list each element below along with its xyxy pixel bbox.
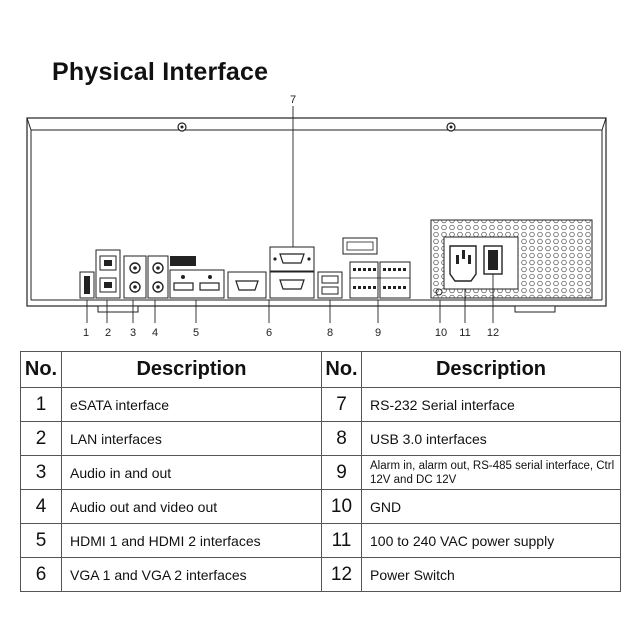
table-row: 5 HDMI 1 and HDMI 2 interfaces 11 100 to… xyxy=(20,523,621,558)
row-left-no: 6 xyxy=(20,557,62,592)
callout-leader-lines xyxy=(86,106,494,323)
row-right-desc: Power Switch xyxy=(361,557,621,592)
callout-12: 12 xyxy=(487,327,499,339)
usb-ports xyxy=(317,271,343,299)
row-left-desc: HDMI 1 and HDMI 2 interfaces xyxy=(61,523,322,558)
row-right-desc: 100 to 240 VAC power supply xyxy=(361,523,621,558)
callout-6: 6 xyxy=(266,327,272,339)
interface-description-table: No. Description No. Description 1 eSATA … xyxy=(20,351,621,592)
rear-panel-diagram: 7 1 2 3 4 5 6 8 9 10 11 12 xyxy=(26,94,607,339)
row-right-no: 8 xyxy=(321,421,362,456)
hdmi-ports xyxy=(169,256,225,299)
table-row: 6 VGA 1 and VGA 2 interfaces 12 Power Sw… xyxy=(20,557,621,592)
row-left-desc: Audio in and out xyxy=(61,455,322,490)
lan-ports xyxy=(95,249,121,299)
row-left-no: 4 xyxy=(20,489,62,524)
row-right-no: 12 xyxy=(321,557,362,592)
header-description-right: Description xyxy=(361,351,621,388)
header-description-left: Description xyxy=(61,351,322,388)
callout-9: 9 xyxy=(375,327,381,339)
callout-2: 2 xyxy=(105,327,111,339)
row-right-desc: USB 3.0 interfaces xyxy=(361,421,621,456)
callout-1: 1 xyxy=(83,327,89,339)
callout-10: 10 xyxy=(435,327,447,339)
rs232-port xyxy=(269,246,315,272)
callout-3: 3 xyxy=(130,327,136,339)
row-left-desc: LAN interfaces xyxy=(61,421,322,456)
row-right-no: 10 xyxy=(321,489,362,524)
alarm-terminal-blocks xyxy=(342,237,411,299)
callout-11: 11 xyxy=(459,327,470,339)
row-left-no: 5 xyxy=(20,523,62,558)
audio-ports xyxy=(123,255,147,299)
vga-ports xyxy=(227,271,315,299)
row-left-no: 3 xyxy=(20,455,62,490)
table-row: 2 LAN interfaces 8 USB 3.0 interfaces xyxy=(20,421,621,456)
row-right-desc: RS-232 Serial interface xyxy=(361,387,621,422)
row-right-no: 7 xyxy=(321,387,362,422)
table-row: 1 eSATA interface 7 RS-232 Serial interf… xyxy=(20,387,621,422)
audio-video-out-ports xyxy=(147,255,169,299)
row-left-no: 1 xyxy=(20,387,62,422)
header-no-left: No. xyxy=(20,351,62,388)
callout-8: 8 xyxy=(327,327,333,339)
header-no-right: No. xyxy=(321,351,362,388)
row-right-desc: GND xyxy=(361,489,621,524)
row-left-desc: Audio out and video out xyxy=(61,489,322,524)
row-right-no: 11 xyxy=(321,523,362,558)
row-left-no: 2 xyxy=(20,421,62,456)
page-title: Physical Interface xyxy=(52,58,269,86)
callout-7: 7 xyxy=(290,94,296,106)
table-header-row: No. Description No. Description xyxy=(20,351,621,388)
table-row: 4 Audio out and video out 10 GND xyxy=(20,489,621,524)
row-right-desc: Alarm in, alarm out, RS-485 serial inter… xyxy=(361,455,621,490)
callout-5: 5 xyxy=(193,327,199,339)
ac-power-inlet xyxy=(449,245,477,282)
row-left-desc: eSATA interface xyxy=(61,387,322,422)
esata-port xyxy=(79,271,95,299)
top-screw-icons xyxy=(177,122,456,132)
row-left-desc: VGA 1 and VGA 2 interfaces xyxy=(61,557,322,592)
row-right-no: 9 xyxy=(321,455,362,490)
table-row: 3 Audio in and out 9 Alarm in, alarm out… xyxy=(20,455,621,490)
power-switch xyxy=(483,245,503,275)
callout-4: 4 xyxy=(152,327,158,339)
